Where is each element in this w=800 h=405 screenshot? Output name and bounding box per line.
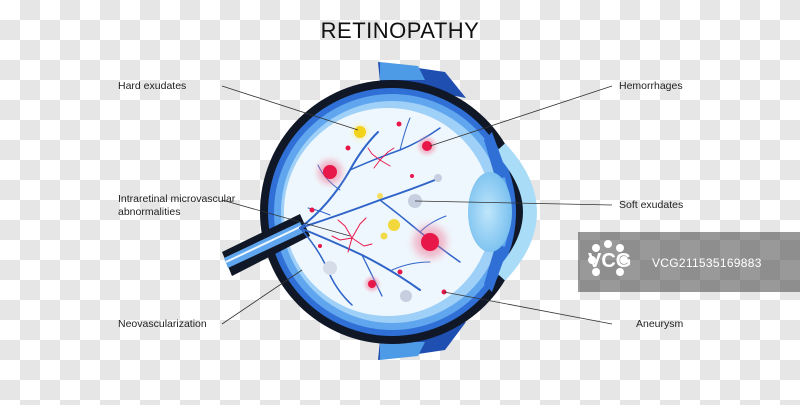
label-intraretinal-line1: Intraretinal microvascular xyxy=(118,193,236,205)
hard-exudate xyxy=(354,126,366,138)
hard-exudate-4 xyxy=(377,193,383,199)
lens xyxy=(468,172,512,252)
hemorrhage-left xyxy=(323,165,337,179)
label-leader-lines xyxy=(221,85,613,325)
label-soft-exudates: Soft exudates xyxy=(619,199,684,211)
stock-watermark: VCG VCG211535169883 xyxy=(578,232,800,292)
label-hard-exudates: Hard exudates xyxy=(118,80,187,92)
lower-eye-muscle-tendon xyxy=(380,342,425,360)
vcg-logo-text: VCG xyxy=(588,250,632,272)
label-aneurysm: Aneurysm xyxy=(636,318,684,330)
hard-exudate-3 xyxy=(380,232,388,240)
micro-aneurysms xyxy=(309,121,447,295)
hard-exudate-2 xyxy=(388,219,400,231)
vcg-logo-icon xyxy=(588,240,628,276)
hemorrhage-top xyxy=(422,141,432,151)
label-hemorrhages: Hemorrhages xyxy=(619,80,683,92)
diagram-title: RETINOPATHY xyxy=(320,18,480,43)
lower-iris xyxy=(484,244,508,292)
vitreous-body xyxy=(284,108,492,316)
optic-nerve-fiber xyxy=(225,225,303,263)
soft-exudate-2 xyxy=(400,290,412,302)
cornea xyxy=(494,143,537,281)
hemorrhage-bottom xyxy=(368,280,376,288)
upper-eye-muscle-tendon xyxy=(380,62,425,80)
hemorrhage-large xyxy=(421,233,439,251)
neovascularization-cluster xyxy=(331,217,373,253)
intraretinal-abnormality-cluster xyxy=(367,147,395,169)
watermark-id: VCG211535169883 xyxy=(652,256,762,270)
upper-iris xyxy=(484,132,508,180)
soft-exudate-3 xyxy=(323,261,337,275)
label-neovascularization: Neovascularization xyxy=(118,318,207,330)
label-intraretinal-line2: abnormalities xyxy=(118,206,181,218)
soft-exudate-4 xyxy=(434,174,442,182)
